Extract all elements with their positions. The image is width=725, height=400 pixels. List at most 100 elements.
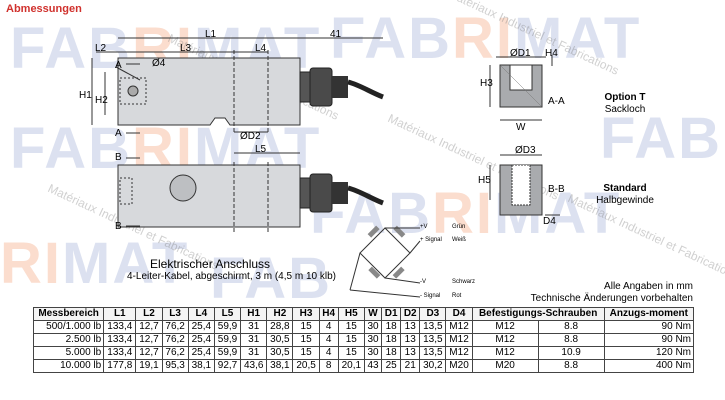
wire-signal: -V	[420, 279, 426, 285]
table-cell: 30	[363, 346, 383, 360]
wire-color: Grün	[452, 224, 466, 230]
table-cell: 2.500 lb	[32, 333, 105, 347]
table-cell: 133,4	[103, 320, 137, 334]
table-cell: 76,2	[161, 333, 189, 347]
table-cell: 30,5	[266, 333, 294, 347]
col-header: W	[363, 307, 383, 321]
table-cell: 25	[381, 359, 402, 373]
table-cell: 13,5	[419, 333, 447, 347]
table-header-row: Messbereich L1 L2 L3 L4 L5 H1 H2 H3 H4 H…	[32, 307, 695, 321]
table-cell: 15	[337, 333, 365, 347]
dim-cable-41: 41	[330, 29, 342, 40]
section-b-bottom: B	[115, 221, 122, 232]
wire-signal: +V	[420, 224, 428, 230]
table-cell: 4	[318, 333, 339, 347]
dimensions-table: Messbereich L1 L2 L3 L4 L5 H1 H2 H3 H4 H…	[32, 307, 695, 373]
table-cell: 76,2	[161, 320, 189, 334]
table-cell: 90 Nm	[603, 333, 695, 347]
table-cell: 19,1	[135, 359, 163, 373]
wiring-bridge-schematic	[349, 225, 421, 298]
table-cell: 28,8	[266, 320, 294, 334]
table-cell: 13,5	[419, 320, 447, 334]
table-cell: 21	[400, 359, 421, 373]
dim-l2: L2	[95, 43, 107, 54]
col-header: H2	[266, 307, 294, 321]
table-cell: 30	[363, 320, 383, 334]
table-cell: 38,1	[266, 359, 294, 373]
table-cell: 500/1.000 lb	[32, 320, 105, 334]
dim-h5: H5	[478, 175, 491, 186]
table-cell: M12	[471, 333, 539, 347]
table-cell: 18	[381, 346, 402, 360]
option-t-section-drawing	[489, 55, 553, 121]
table-cell: 12,7	[135, 320, 163, 334]
col-header: D2	[400, 307, 421, 321]
note-units: Alle Angaben in mm	[604, 281, 693, 292]
dim-l1: L1	[205, 29, 217, 40]
section-a-top: A	[115, 60, 122, 71]
table-cell: 30,2	[419, 359, 447, 373]
table-cell: 13	[400, 333, 421, 347]
table-cell: M12	[471, 346, 539, 360]
table-cell: 15	[292, 346, 320, 360]
table-cell: 10.9	[537, 346, 605, 360]
col-header: Anzugs-moment	[603, 307, 695, 321]
dim-d4: Ø4	[152, 58, 166, 69]
dim-d2: ØD2	[240, 131, 261, 142]
option-t-title: Option T	[604, 92, 646, 103]
table-cell: 5.000 lb	[32, 346, 105, 360]
dim-d1: ØD1	[510, 48, 531, 59]
dim-l4: L4	[255, 43, 267, 54]
table-cell: 31	[240, 333, 268, 347]
col-header: L3	[161, 307, 189, 321]
dim-d4-thread: D4	[543, 216, 556, 227]
table-cell: 20,1	[337, 359, 365, 373]
table-cell: 8.8	[537, 333, 605, 347]
table-cell: 31	[240, 346, 268, 360]
section-title: Abmessungen	[6, 3, 82, 15]
table-cell: 10.000 lb	[32, 359, 105, 373]
table-cell: 31	[240, 320, 268, 334]
col-header: L1	[103, 307, 137, 321]
col-header: H1	[240, 307, 268, 321]
table-cell: 15	[292, 320, 320, 334]
table-cell: 13	[400, 346, 421, 360]
table-cell: 95,3	[161, 359, 189, 373]
col-header: H4	[318, 307, 339, 321]
table-cell: 38,1	[187, 359, 215, 373]
standard-section-drawing	[489, 154, 560, 216]
table-cell: 59,9	[213, 320, 242, 334]
table-cell: 8	[318, 359, 339, 373]
table-cell: M12	[471, 320, 539, 334]
table-cell: 30	[363, 333, 383, 347]
table-cell: 15	[292, 333, 320, 347]
load-cell-side-view-bottom	[117, 157, 384, 232]
table-cell: 25,4	[187, 320, 215, 334]
dim-h3: H3	[480, 78, 493, 89]
dim-l5: L5	[255, 144, 267, 155]
table-cell: 20,5	[292, 359, 320, 373]
note-changes: Technische Änderungen vorbehalten	[530, 293, 693, 304]
dim-h4: H4	[545, 48, 558, 59]
col-header: D1	[381, 307, 402, 321]
wire-signal: - Signal	[420, 293, 441, 299]
wire-color: Schwarz	[452, 279, 476, 285]
table-cell: 177,8	[103, 359, 137, 373]
dim-h1: H1	[79, 90, 92, 101]
table-cell: 13	[400, 320, 421, 334]
table-cell: M12	[445, 320, 473, 334]
standard-title: Standard	[603, 183, 647, 194]
wire-signal: + Signal	[420, 237, 442, 243]
table-cell: M20	[471, 359, 539, 373]
table-cell: 8.8	[537, 320, 605, 334]
table-cell: 4	[318, 346, 339, 360]
table-cell: 13,5	[419, 346, 447, 360]
table-cell: 43	[363, 359, 383, 373]
table-cell: 120 Nm	[603, 346, 695, 360]
table-cell: M12	[445, 346, 473, 360]
table-cell: 12,7	[135, 333, 163, 347]
wire-color: Rot	[452, 293, 462, 299]
